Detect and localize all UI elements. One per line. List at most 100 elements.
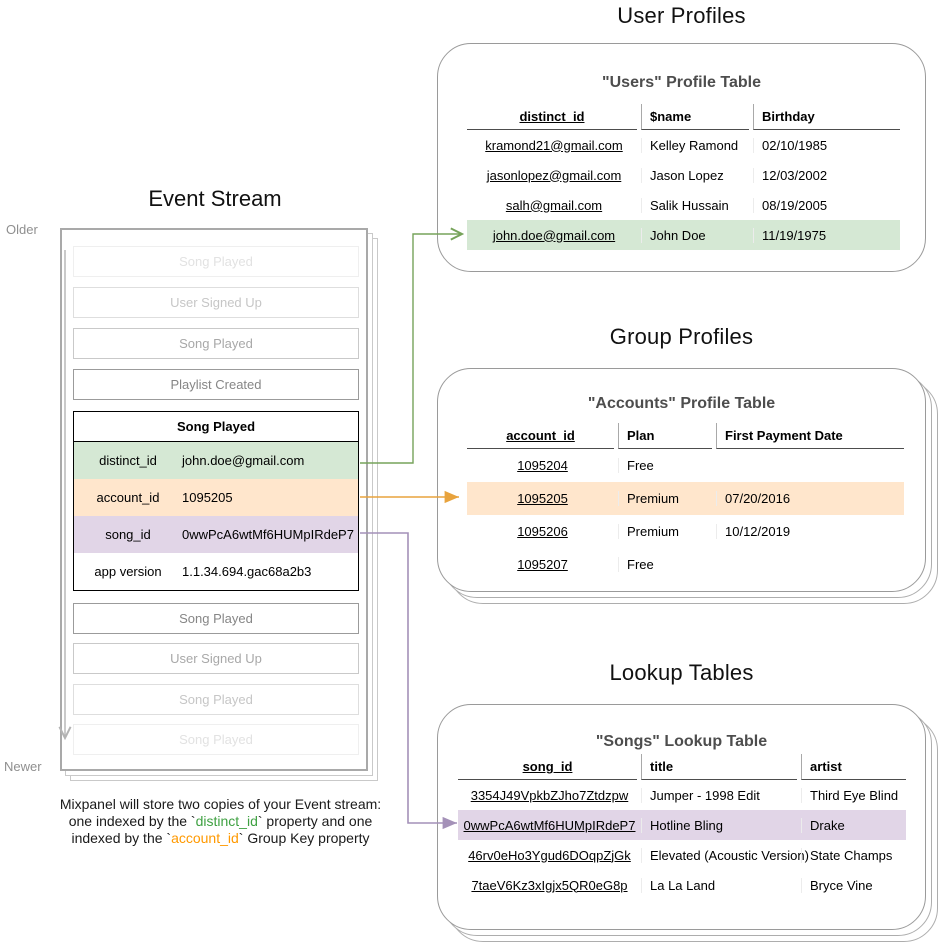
cell-name: Kelley Ramond	[641, 137, 753, 153]
column-header: First Payment Date	[716, 423, 904, 449]
table-row: 1095207 Free	[467, 548, 904, 581]
cell-first-payment-date: 07/20/2016	[716, 491, 904, 506]
cell-distinct-id: john.doe@gmail.com	[492, 227, 616, 243]
property-value: 1095205	[182, 490, 233, 505]
event-box: User Signed Up	[73, 643, 359, 674]
older-label: Older	[6, 222, 38, 237]
event-property-row: account_id 1095205	[74, 479, 358, 516]
event-box: Playlist Created	[73, 369, 359, 400]
cell-song-id: 7taeV6Kz3xIgjx5QR0eG8p	[471, 877, 628, 893]
cell-title: Hotline Bling	[641, 817, 801, 833]
cell-birthday: 12/03/2002	[753, 167, 900, 183]
event-label: Song Played	[179, 692, 253, 707]
table-row-highlighted: 0wwPcA6wtMf6HUMpIRdeP7 Hotline Bling Dra…	[458, 810, 906, 840]
table-row: 7taeV6Kz3xIgjx5QR0eG8p La La Land Bryce …	[458, 870, 906, 900]
table-row-highlighted: 1095205 Premium 07/20/2016	[467, 482, 904, 515]
property-key: account_id	[96, 490, 160, 505]
column-header: artist	[801, 754, 906, 780]
event-label: User Signed Up	[170, 651, 262, 666]
cell-artist: State Champs	[801, 847, 906, 863]
column-header: Birthday	[753, 104, 900, 130]
cell-title: La La Land	[641, 877, 801, 893]
event-label: User Signed Up	[170, 295, 262, 310]
caption: Mixpanel will store two copies of your E…	[18, 796, 423, 847]
event-box: User Signed Up	[73, 287, 359, 318]
event-property-row: app version 1.1.34.694.gac68a2b3	[74, 553, 358, 590]
event-box: Song Played	[73, 603, 359, 634]
group-profiles-card: "Accounts" Profile Table account_id Plan…	[437, 368, 926, 592]
cell-artist: Drake	[801, 817, 906, 833]
cell-artist: Bryce Vine	[801, 877, 906, 893]
property-value: 1.1.34.694.gac68a2b3	[182, 564, 312, 579]
event-stream-container: Song Played User Signed Up Song Played P…	[60, 228, 368, 771]
cell-song-id: 0wwPcA6wtMf6HUMpIRdeP7	[463, 817, 636, 833]
column-header: song_id	[458, 754, 637, 780]
caption-line-3: indexed by the `account_id` Group Key pr…	[71, 830, 370, 846]
event-stream-title: Event Stream	[148, 186, 282, 211]
user-profiles-card: "Users" Profile Table distinct_id $name …	[437, 43, 926, 272]
cell-account-id: 1095205	[517, 491, 568, 506]
property-key: distinct_id	[99, 453, 157, 468]
event-box: Song Played	[73, 684, 359, 715]
table-row: 46rv0eHo3Ygud6DOqpZjGk Elevated (Acousti…	[458, 840, 906, 870]
caption-line-2: one indexed by the `distinct_id` propert…	[68, 813, 373, 829]
column-header: Plan	[618, 423, 712, 449]
event-label: Playlist Created	[170, 377, 262, 392]
accounts-table-title: "Accounts" Profile Table	[587, 395, 776, 412]
event-box: Song Played	[73, 328, 359, 359]
songs-table-title: "Songs" Lookup Table	[595, 733, 768, 750]
event-label: Song Played	[179, 254, 253, 269]
cell-birthday: 11/19/1975	[753, 227, 900, 243]
cell-song-id: 46rv0eHo3Ygud6DOqpZjGk	[468, 847, 631, 863]
cell-plan: Free	[618, 557, 716, 572]
cell-first-payment-date: 10/12/2019	[716, 524, 904, 539]
lookup-tables-title: Lookup Tables	[609, 660, 754, 685]
songs-table-header: song_id title artist	[458, 754, 906, 780]
cell-name: John Doe	[641, 227, 753, 243]
cell-distinct-id: kramond21@gmail.com	[485, 137, 623, 153]
property-value: john.doe@gmail.com	[182, 453, 305, 468]
table-row: jasonlopez@gmail.com Jason Lopez 12/03/2…	[467, 160, 900, 190]
group-profiles-title: Group Profiles	[609, 324, 754, 349]
cell-title: Elevated (Acoustic Version)	[641, 847, 809, 863]
cell-artist: Third Eye Blind	[801, 787, 906, 803]
cell-plan: Premium	[618, 524, 716, 539]
event-property-row: distinct_id john.doe@gmail.com	[74, 442, 358, 479]
cell-birthday: 02/10/1985	[753, 137, 900, 153]
column-header: account_id	[467, 423, 614, 449]
cell-distinct-id: jasonlopez@gmail.com	[486, 167, 622, 183]
column-header: title	[641, 754, 797, 780]
lookup-tables-card: "Songs" Lookup Table song_id title artis…	[437, 704, 926, 930]
event-box: Song Played	[73, 246, 359, 277]
column-header: distinct_id	[467, 104, 637, 130]
cell-title: Jumper - 1998 Edit	[641, 787, 801, 803]
cell-account-id: 1095204	[517, 458, 568, 473]
table-row: salh@gmail.com Salik Hussain 08/19/2005	[467, 190, 900, 220]
expanded-event-title: Song Played	[74, 412, 358, 442]
cell-birthday: 08/19/2005	[753, 197, 900, 213]
event-label: Song Played	[179, 732, 253, 747]
distinct-id-code: distinct_id	[195, 813, 258, 829]
users-table-title: "Users" Profile Table	[602, 74, 761, 91]
table-row: 3354J49VpkbZJho7Ztdzpw Jumper - 1998 Edi…	[458, 780, 906, 810]
user-profiles-title: User Profiles	[617, 3, 746, 28]
caption-line-1: Mixpanel will store two copies of your E…	[59, 796, 382, 812]
cell-account-id: 1095207	[517, 557, 568, 572]
table-row: kramond21@gmail.com Kelley Ramond 02/10/…	[467, 130, 900, 160]
column-header: $name	[641, 104, 749, 130]
expanded-event-card: Song Played distinct_id john.doe@gmail.c…	[73, 411, 359, 591]
cell-account-id: 1095206	[517, 524, 568, 539]
table-row-highlighted: john.doe@gmail.com John Doe 11/19/1975	[467, 220, 900, 250]
cell-plan: Premium	[618, 491, 716, 506]
accounts-table-header: account_id Plan First Payment Date	[467, 423, 904, 449]
property-value: 0wwPcA6wtMf6HUMpIRdeP7	[182, 527, 354, 542]
cell-song-id: 3354J49VpkbZJho7Ztdzpw	[470, 787, 629, 803]
event-property-row: song_id 0wwPcA6wtMf6HUMpIRdeP7	[74, 516, 358, 553]
event-label: Song Played	[179, 336, 253, 351]
cell-name: Salik Hussain	[641, 197, 753, 213]
newer-label: Newer	[4, 759, 42, 774]
users-table: distinct_id $name Birthday kramond21@gma…	[467, 104, 900, 250]
table-row: 1095204 Free	[467, 449, 904, 482]
cell-distinct-id: salh@gmail.com	[505, 197, 603, 213]
